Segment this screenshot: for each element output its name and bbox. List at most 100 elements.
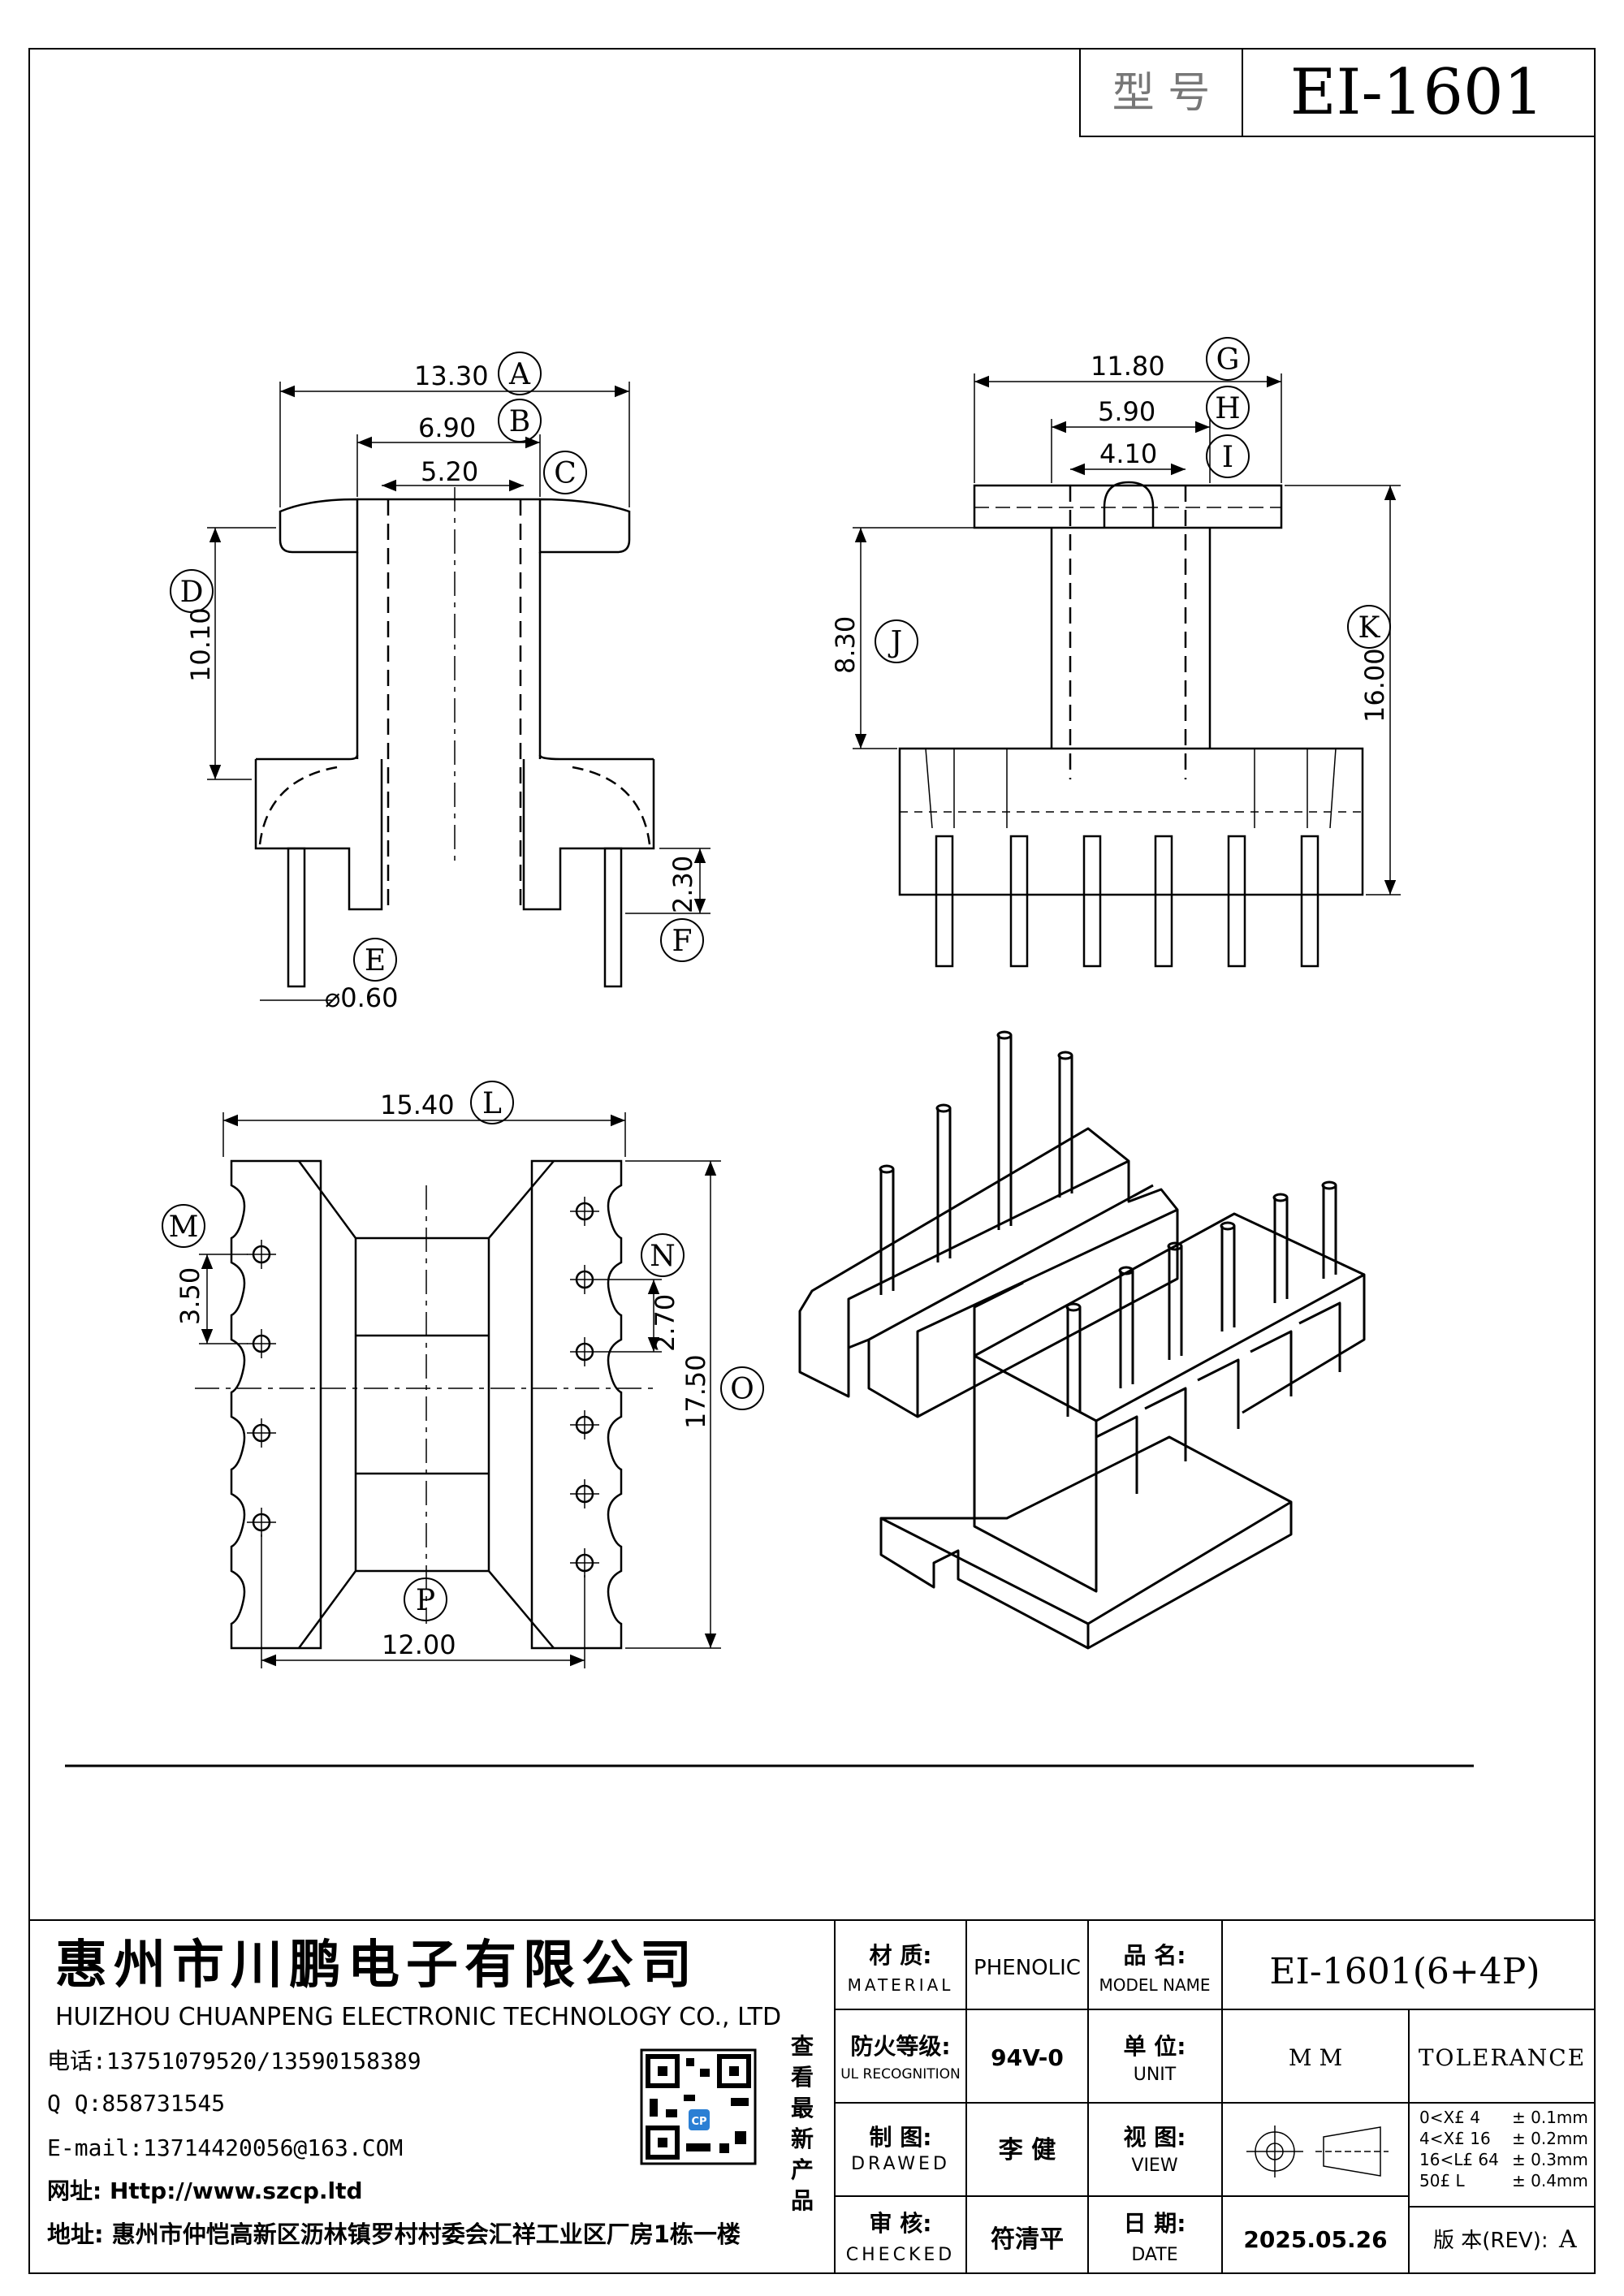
date-label-en: DATE [1131,2245,1177,2265]
callout-l: L [482,1087,502,1120]
view-label-en: VIEW [1131,2156,1177,2176]
callout-c: C [554,457,577,490]
callout-f: F [672,925,693,958]
side-pin-3 [1082,835,1102,968]
company-address: 地址: 惠州市仲恺高新区沥林镇罗村村委会汇祥工业区厂房1栋一楼 [47,2220,741,2248]
front-view-labels: 13.30 6.90 5.20 10.10 ⌀0.60 2.30 [185,360,698,1013]
company-name-en: HUIZHOU CHUANPENG ELECTRONIC TECHNOLOGY … [55,2003,781,2031]
callout-g: G [1216,343,1240,377]
view-label-cn: 视 图: [1124,2124,1186,2151]
dim-o-value: 17.50 [680,1354,711,1429]
side-pin-6 [1300,835,1320,968]
projection-symbol-icon [1246,2126,1389,2177]
callout-h: H [1215,392,1240,425]
company-phone: 电话:13751079520/13590158389 [47,2048,421,2074]
dim-h-value: 5.90 [1098,396,1155,427]
fire-rating-label-en: UL RECOGNITION [840,2066,961,2082]
bottom-outline-left [230,1159,322,1650]
side-core [1050,528,1212,749]
iso-front-pin-4 [1220,1226,1236,1331]
side-pin-4 [1154,835,1173,968]
fire-rating-value: 94V-0 [991,2044,1064,2071]
material-label-en: MATERIAL [848,1975,954,1995]
dim-a-value: 13.30 [414,360,489,391]
drawn-label-cn: 制 图: [870,2124,932,2151]
side-view [853,373,1401,968]
fire-rating-label-cn: 防火等级: [850,2033,950,2060]
front-top-flange [279,498,359,554]
sheet-border [28,48,1596,2274]
dim-m-value: 3.50 [175,1267,205,1325]
company-email: E-mail:13714420056@163.COM [47,2134,403,2161]
bottom-view-callouts: L M N O P [162,1081,764,1621]
side-top-flange [973,484,1283,529]
company-website: 网址: Http://www.szcp.ltd [47,2177,363,2204]
iso-front-pin-5 [1273,1198,1289,1303]
iso-front-pin-3 [1168,1246,1183,1360]
checked-label-cn: 审 核: [870,2210,932,2237]
model-name-label-en: MODEL NAME [1099,1975,1210,1995]
checked-label-en: CHECKED [846,2245,955,2265]
dim-k-value: 16.00 [1359,648,1390,723]
callout-d: D [180,576,204,609]
tolerance-range: 0<X£ 4 [1419,2108,1480,2127]
dim-j-value: 8.30 [830,616,861,674]
model-name-label-cn: 品 名: [1124,1942,1186,1969]
side-pin-1 [935,835,954,968]
material-value: PHENOLIC [974,1956,1081,1980]
callout-b: B [509,405,530,438]
iso-back-pin-1 [879,1169,895,1295]
callout-i: I [1222,441,1233,474]
model-label: 型 号 [1112,69,1211,118]
front-pin-right [603,847,623,988]
qr-caption-char: 看 [791,2064,814,2091]
dim-l-value: 15.40 [380,1090,455,1120]
qr-caption-char: 产 [791,2156,814,2183]
bottom-pin-holes-right [570,1197,599,1577]
material-label-cn: 材 质: [870,1942,932,1969]
dim-e-value: ⌀0.60 [325,982,399,1013]
qr-badge-text: CP [691,2116,706,2128]
front-core [356,552,542,759]
company-name-cn: 惠州市川鹏电子有限公司 [55,1936,698,1996]
dim-n-value: 2.70 [650,1294,680,1352]
tolerance-value: ± 0.3mm [1512,2150,1588,2169]
side-base [898,747,1364,896]
bottom-view [195,1112,721,1668]
iso-back-pin-3 [997,1035,1013,1230]
side-pin-2 [1009,835,1029,968]
iso-front-base [879,1435,1293,1650]
front-view-callouts: A B C D E F [170,352,704,982]
dim-f-value: 2.30 [667,856,698,913]
tolerance-label: TOLERANCE [1419,2044,1586,2071]
tolerance-value: ± 0.1mm [1512,2108,1588,2127]
unit-label-cn: 单 位: [1124,2033,1186,2060]
callout-m: M [169,1211,199,1244]
model-number: EI-1601 [1290,56,1544,129]
front-pin-left [287,847,306,988]
iso-back-pin-2 [936,1108,952,1262]
tolerance-range: 16<L£ 64 [1419,2150,1499,2169]
tolerance-value: ± 0.2mm [1512,2129,1588,2148]
bottom-pin-holes-left [247,1240,276,1537]
side-pin-5 [1227,835,1246,968]
dim-d-value: 10.10 [185,607,216,682]
front-view [207,382,710,1001]
qr-code-icon: CP [640,2048,757,2165]
tolerance-range: 4<X£ 16 [1419,2129,1491,2148]
tolerance-table: 0<X£ 4 ± 0.1mm 4<X£ 16 ± 0.2mm 16<L£ 64 … [1419,2108,1588,2190]
callout-o: O [730,1373,754,1406]
model-name-value: EI-1601(6+4P) [1269,1951,1540,1992]
bottom-outline-right [530,1159,623,1650]
date-value: 2025.05.26 [1243,2226,1387,2253]
checked-value: 符清平 [991,2225,1064,2254]
qr-caption-char: 最 [791,2095,814,2121]
date-label-cn: 日 期: [1124,2210,1186,2237]
tolerance-value: ± 0.4mm [1512,2171,1588,2190]
callout-e: E [365,944,386,978]
side-view-callouts: G H I J K [875,337,1391,663]
dim-i-value: 4.10 [1099,438,1157,469]
callout-p: P [416,1584,435,1617]
dim-p-value: 12.00 [382,1629,456,1660]
title-block: 惠州市川鹏电子有限公司 HUIZHOU CHUANPENG ELECTRONIC… [29,1919,1595,2273]
